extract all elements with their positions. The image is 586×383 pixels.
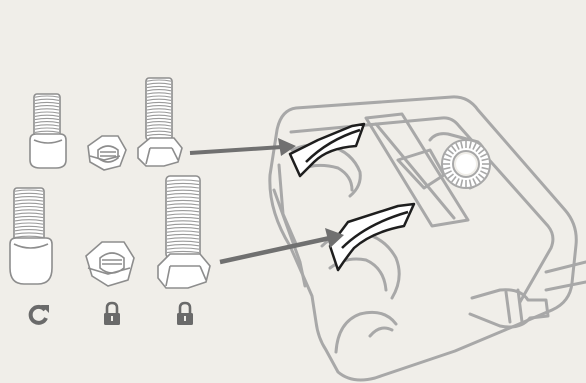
socket-head-screw-bottom — [10, 188, 52, 284]
hex-bolt-bottom — [158, 176, 210, 288]
dial-knob — [442, 140, 490, 188]
hex-bolt-top — [138, 78, 182, 166]
rotate-icon — [31, 305, 49, 323]
lower-clamp-tab — [330, 204, 414, 270]
arrow-upper — [190, 138, 296, 156]
socket-head-screw-top — [30, 94, 66, 168]
hex-nut-bottom — [86, 242, 134, 286]
lock-icon — [104, 303, 120, 325]
device-outer-shell — [270, 97, 576, 380]
hex-nut-top — [88, 136, 126, 170]
lock-icon — [177, 303, 193, 325]
